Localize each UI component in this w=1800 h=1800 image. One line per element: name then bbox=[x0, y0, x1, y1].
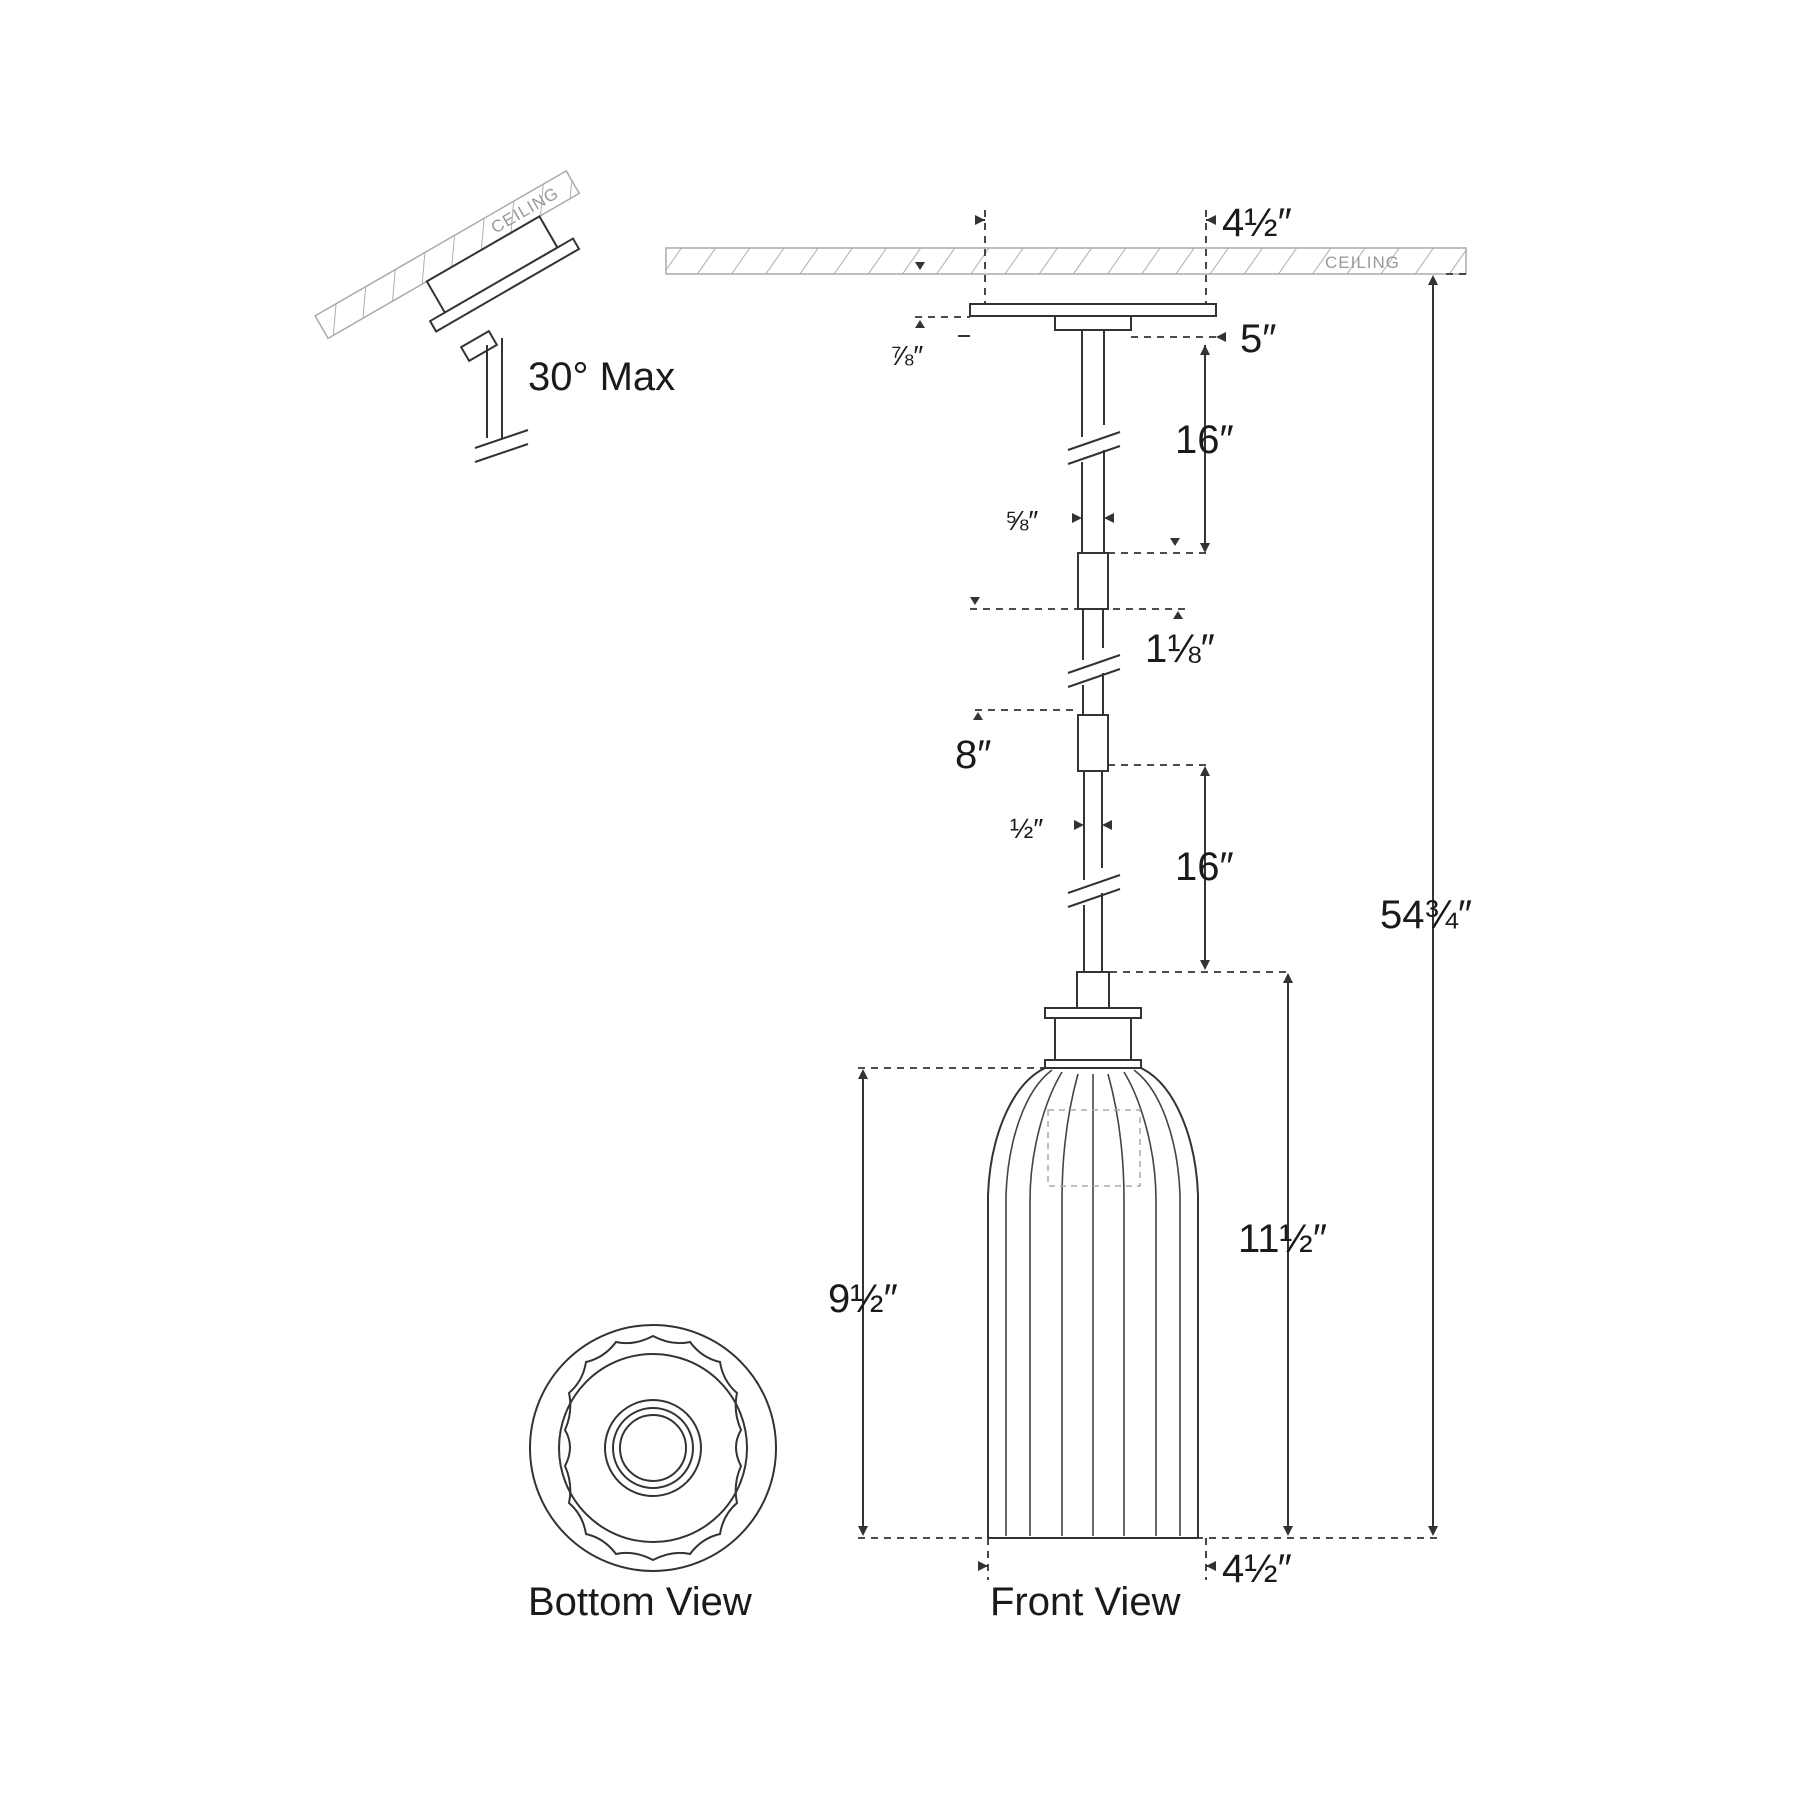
canopy-height-dim: ⅞″ bbox=[890, 340, 923, 371]
bottom-view-outer-ring bbox=[529, 1324, 777, 1572]
shade-height-arrow-bottom bbox=[858, 1526, 868, 1536]
stem-lower-dim-arrow-bottom bbox=[1200, 960, 1210, 970]
coupler-arrow-left bbox=[970, 597, 980, 605]
sloped-ceiling-detail: CEILING 30° Max bbox=[314, 169, 675, 463]
stem-middle-arrow bbox=[973, 712, 983, 720]
stem-middle-dim: 8″ bbox=[955, 733, 991, 777]
ceiling: CEILING bbox=[665, 247, 1467, 275]
stem-lower-dim: 16″ bbox=[1175, 845, 1234, 889]
glass-shade-ribs bbox=[1005, 1069, 1181, 1536]
coupler-dim: 1⅛″ bbox=[1145, 627, 1215, 671]
canopy-offset-arrow bbox=[1216, 332, 1226, 342]
stem-lower-dim-arrow-top bbox=[1200, 766, 1210, 776]
bottom-view-socket-outer bbox=[604, 1399, 702, 1497]
stem-small-diameter-dim: ½″ bbox=[1010, 813, 1043, 844]
canopy-mount bbox=[1054, 315, 1132, 331]
stem-small-arrow-right bbox=[1102, 820, 1112, 830]
bottom-view-label: Bottom View bbox=[528, 1580, 752, 1624]
bottom-view-inner-ring bbox=[558, 1353, 748, 1543]
shade-width-arrow-right bbox=[1206, 1561, 1216, 1571]
stem-small-arrow-left bbox=[1074, 820, 1084, 830]
stem-upper-dim: 16″ bbox=[1175, 418, 1234, 462]
sloped-stem-break-1 bbox=[474, 429, 529, 449]
stem-diameter-arrow-left bbox=[1072, 513, 1082, 523]
shade-height-dim: 9½″ bbox=[828, 1277, 898, 1321]
stem-coupler-2 bbox=[1077, 714, 1109, 772]
dimension-lines: 4½″ ⅞″ 5″ 16″ ⅝″ 1⅛″ 8″ bbox=[828, 201, 1472, 1591]
fixture-height-arrow-bottom bbox=[1283, 1526, 1293, 1536]
overall-height-arrow-bottom bbox=[1428, 1526, 1438, 1536]
fixture-height-dim: 11½″ bbox=[1238, 1217, 1327, 1261]
tilt-note: 30° Max bbox=[528, 355, 675, 399]
shade-width-dim: 4½″ bbox=[1222, 1547, 1292, 1591]
front-view-fixture bbox=[969, 303, 1217, 1539]
glass-shade-outline bbox=[987, 1067, 1199, 1538]
canopy-width-arrow-left bbox=[975, 215, 985, 225]
canopy-width-dim: 4½″ bbox=[1222, 201, 1292, 245]
overall-height-arrow-top bbox=[1428, 275, 1438, 285]
fixture-height-arrow-top bbox=[1283, 973, 1293, 983]
canopy-height-arrow-bottom bbox=[915, 320, 925, 328]
sloped-canopy-plate bbox=[428, 237, 581, 333]
canopy-offset-dim: 5″ bbox=[1240, 317, 1276, 361]
socket-neck bbox=[1076, 971, 1110, 1009]
bottom-view-scalloped-ring bbox=[563, 1334, 743, 1562]
swivel-block bbox=[459, 329, 499, 363]
stem-diameter-arrow-right bbox=[1104, 513, 1114, 523]
stem-break-2b bbox=[1067, 668, 1121, 688]
shade-height-arrow-top bbox=[858, 1069, 868, 1079]
bottom-view-socket-inner bbox=[619, 1414, 687, 1482]
stem-upper-dim-arrow-bottom bbox=[1200, 543, 1210, 553]
stem-coupler-1 bbox=[1077, 552, 1109, 610]
ceiling-label: CEILING bbox=[1325, 253, 1400, 272]
socket-collar-bottom bbox=[1044, 1059, 1142, 1069]
overall-height-dim: 54¾″ bbox=[1380, 893, 1472, 937]
stem-diameter-dim: ⅝″ bbox=[1005, 505, 1038, 536]
coupler-arrow-right bbox=[1173, 611, 1183, 619]
stem-break-3a bbox=[1067, 874, 1121, 894]
canopy-height-arrow-top bbox=[915, 262, 925, 270]
socket-collar-top bbox=[1044, 1007, 1142, 1019]
ceiling-slab bbox=[665, 247, 1467, 275]
sloped-stem-break-2 bbox=[474, 443, 529, 463]
stem-break-1a bbox=[1067, 431, 1121, 451]
front-view-label: Front View bbox=[990, 1580, 1181, 1624]
stem-upper-mark-arrow bbox=[1170, 538, 1180, 546]
stem-break-2a bbox=[1067, 654, 1121, 674]
socket-body bbox=[1054, 1017, 1132, 1061]
hidden-bulb-outline bbox=[1047, 1109, 1141, 1187]
canopy bbox=[969, 303, 1217, 317]
stem-break-3b bbox=[1067, 888, 1121, 908]
shade-width-arrow-left bbox=[978, 1561, 988, 1571]
bottom-view: Bottom View bbox=[528, 1324, 777, 1624]
stem-break-1b bbox=[1067, 445, 1121, 465]
canopy-width-arrow-right bbox=[1206, 215, 1216, 225]
stem-upper-dim-arrow-top bbox=[1200, 345, 1210, 355]
bottom-view-socket-mid bbox=[612, 1407, 694, 1489]
